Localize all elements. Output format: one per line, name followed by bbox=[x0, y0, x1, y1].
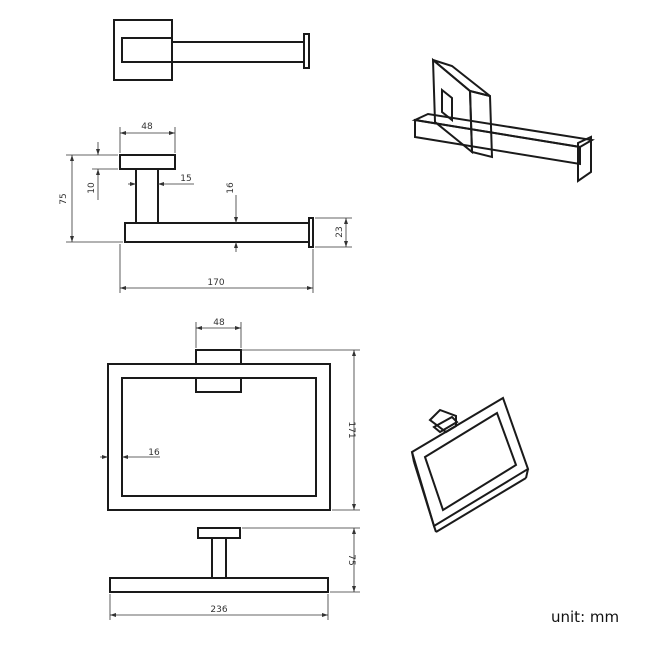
side-view-base-plate bbox=[119, 154, 176, 170]
iso-ring-mount-stem bbox=[432, 415, 459, 434]
dim-line-23 bbox=[315, 217, 352, 248]
label-75-paper: 75 bbox=[59, 193, 69, 204]
paper-holder-top-view bbox=[113, 19, 310, 81]
ring-mount-top bbox=[195, 349, 242, 365]
dim-line-48-ring bbox=[195, 322, 242, 348]
towel-ring-isometric bbox=[410, 396, 530, 533]
iso-ring-inner bbox=[423, 411, 518, 512]
iso-ring-edge-3 bbox=[525, 468, 529, 479]
ring-top-stem bbox=[211, 537, 227, 579]
iso-ring-outer bbox=[410, 396, 530, 528]
paper-holder-isometric bbox=[411, 57, 595, 183]
label-48-ring: 48 bbox=[213, 318, 225, 328]
iso-stem bbox=[441, 87, 453, 123]
dim-line-16 bbox=[234, 195, 238, 252]
label-170-paper: 170 bbox=[207, 278, 224, 288]
side-view-bar bbox=[124, 222, 310, 243]
label-48-paper: 48 bbox=[141, 122, 153, 132]
towel-ring-front-view: 48 171 16 bbox=[100, 318, 360, 511]
iso-ring-edge-5 bbox=[433, 525, 437, 533]
paper-holder-side-view: 48 75 10 15 16 23 170 bbox=[59, 122, 352, 293]
top-view-end-cap bbox=[303, 33, 310, 69]
iso-ring-edge-4 bbox=[435, 477, 527, 533]
ring-top-base bbox=[197, 527, 241, 539]
dim-line-48-top bbox=[119, 127, 176, 153]
label-171-ring: 171 bbox=[346, 421, 356, 438]
iso-ring-edge-2 bbox=[413, 461, 435, 527]
dim-line-10 bbox=[92, 142, 118, 200]
label-236-ring: 236 bbox=[210, 605, 227, 615]
dim-line-16-ring bbox=[100, 455, 160, 459]
iso-end-cap bbox=[577, 135, 592, 183]
side-view-stem bbox=[135, 168, 159, 224]
ring-outer-frame bbox=[107, 363, 331, 511]
dim-line-75-left bbox=[66, 154, 123, 243]
unit-label: unit: mm bbox=[551, 608, 619, 626]
label-16-paper: 16 bbox=[226, 182, 236, 194]
label-15-paper: 15 bbox=[180, 174, 191, 184]
dim-line-236 bbox=[109, 594, 329, 620]
ring-inner-frame bbox=[121, 377, 317, 497]
side-view-end-cap bbox=[308, 217, 314, 248]
ring-mount-lower bbox=[195, 377, 242, 393]
label-10-paper: 10 bbox=[87, 182, 97, 194]
dim-line-171 bbox=[241, 349, 360, 511]
ring-top-bar bbox=[109, 577, 329, 593]
iso-plate-side bbox=[468, 89, 494, 159]
top-view-bar bbox=[171, 41, 305, 63]
towel-ring-top-view: 75 236 bbox=[109, 527, 360, 620]
label-75-ring: 75 bbox=[346, 554, 356, 565]
label-16-ring: 16 bbox=[148, 448, 160, 458]
top-view-arm-root bbox=[121, 37, 173, 63]
dim-line-170 bbox=[119, 244, 314, 293]
dim-line-15 bbox=[128, 182, 194, 186]
label-23-paper: 23 bbox=[335, 226, 345, 237]
iso-ring-edge-1 bbox=[411, 451, 415, 463]
dim-line-75-ring bbox=[242, 527, 360, 593]
iso-bar-front bbox=[414, 118, 581, 166]
